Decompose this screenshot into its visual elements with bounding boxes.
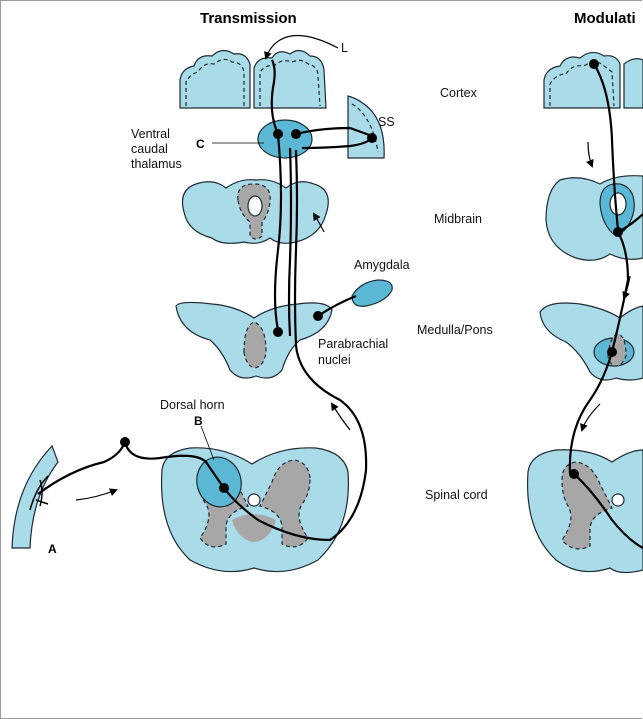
direction-arrows-transmission bbox=[75, 34, 351, 501]
thalamus-neuron-left bbox=[273, 129, 283, 139]
medulla-neuron bbox=[273, 327, 283, 337]
label-thalamus-1: Ventral bbox=[131, 127, 170, 141]
label-parabrachial-2: nuclei bbox=[318, 353, 351, 367]
mod-midbrain-neuron bbox=[613, 227, 623, 237]
modulation-column bbox=[526, 51, 643, 574]
drg-neuron bbox=[120, 437, 130, 447]
direction-arrows-modulation bbox=[580, 141, 631, 432]
spinal-cord-section bbox=[160, 447, 350, 573]
transmission-neurons bbox=[120, 129, 377, 493]
medulla-pons-section bbox=[175, 301, 333, 379]
label-medulla-pons: Medulla/Pons bbox=[417, 323, 493, 337]
cortex-section bbox=[179, 49, 327, 109]
label-l: L bbox=[341, 41, 348, 55]
label-spinal-cord: Spinal cord bbox=[425, 488, 488, 502]
label-amygdala: Amygdala bbox=[354, 258, 410, 272]
ss-neuron bbox=[367, 133, 377, 143]
mod-medulla-neuron bbox=[607, 347, 617, 357]
thalamus bbox=[257, 119, 313, 159]
mod-cortex-neuron bbox=[589, 59, 599, 69]
title-modulation: Modulati bbox=[574, 10, 636, 27]
marker-b: B bbox=[194, 414, 203, 428]
modulation-neurons bbox=[569, 59, 623, 479]
b-pointer bbox=[200, 425, 215, 461]
marker-a: A bbox=[48, 542, 57, 556]
label-thalamus-2: caudal bbox=[131, 142, 168, 156]
dorsal-horn-neuron bbox=[219, 483, 229, 493]
marker-c: C bbox=[196, 137, 205, 151]
ss-cortex bbox=[347, 95, 385, 159]
thalamus-neuron-right bbox=[291, 129, 301, 139]
amygdala bbox=[351, 279, 393, 307]
label-midbrain: Midbrain bbox=[434, 212, 482, 226]
label-thalamus-3: thalamus bbox=[131, 157, 182, 171]
label-ss: SS bbox=[378, 115, 395, 129]
label-cortex: Cortex bbox=[440, 86, 478, 100]
transmission-fibers bbox=[37, 59, 373, 542]
label-dorsal-horn: Dorsal horn bbox=[160, 398, 225, 412]
title-transmission: Transmission bbox=[200, 10, 297, 27]
label-parabrachial-1: Parabrachial bbox=[318, 337, 388, 351]
skin-periphery bbox=[11, 444, 59, 549]
mod-spinal-neuron bbox=[569, 469, 579, 479]
parabrachial-neuron bbox=[313, 311, 323, 321]
midbrain-section bbox=[181, 179, 329, 244]
